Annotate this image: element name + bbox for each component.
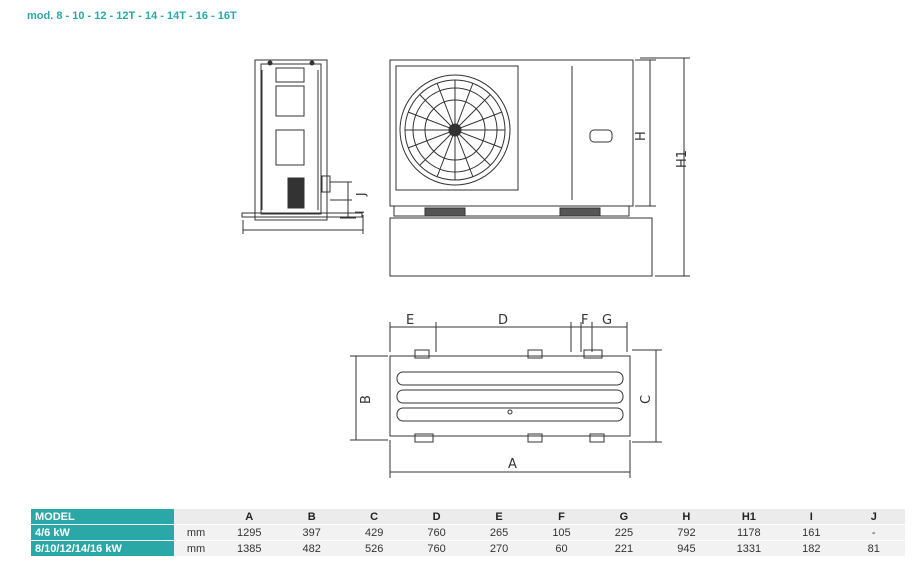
dim-label-E: E bbox=[406, 313, 414, 328]
unit-cell: mm bbox=[174, 524, 218, 541]
col-header: I bbox=[780, 509, 843, 525]
dim-label-D: D bbox=[498, 313, 508, 328]
table-row: 4/6 kW mm 1295 397 429 760 265 105 225 7… bbox=[31, 524, 905, 541]
col-header: G bbox=[592, 509, 656, 525]
col-header: E bbox=[467, 509, 531, 525]
dim-label-F: F bbox=[581, 313, 588, 328]
value-cell: 182 bbox=[780, 540, 843, 557]
col-header: H bbox=[655, 509, 718, 525]
model-cell: 8/10/12/14/16 kW bbox=[31, 540, 174, 557]
value-cell: 270 bbox=[467, 540, 531, 557]
model-cell: 4/6 kW bbox=[31, 524, 174, 541]
value-cell: 397 bbox=[280, 524, 343, 541]
dim-label-B: B bbox=[359, 395, 374, 404]
value-cell: 81 bbox=[842, 540, 905, 557]
top-view bbox=[350, 322, 662, 478]
value-cell: 482 bbox=[280, 540, 343, 557]
value-cell: 1385 bbox=[218, 540, 281, 557]
value-cell: 60 bbox=[530, 540, 593, 557]
col-header: H1 bbox=[717, 509, 781, 525]
value-cell: 1331 bbox=[717, 540, 781, 557]
value-cell: 1295 bbox=[218, 524, 281, 541]
value-cell: 792 bbox=[655, 524, 718, 541]
col-header: J bbox=[842, 509, 905, 525]
model-header: MODEL bbox=[31, 509, 174, 525]
value-cell: 526 bbox=[342, 540, 406, 557]
technical-drawing: H H1 J I E D F G B C A bbox=[241, 57, 690, 478]
dim-label-H1: H1 bbox=[675, 150, 690, 168]
value-cell: 161 bbox=[780, 524, 843, 541]
col-header: D bbox=[405, 509, 468, 525]
dim-label-G: G bbox=[602, 313, 612, 328]
value-cell: 221 bbox=[592, 540, 656, 557]
dim-label-A: A bbox=[508, 457, 517, 472]
table-row: 8/10/12/14/16 kW mm 1385 482 526 760 270… bbox=[31, 540, 905, 557]
value-cell: 760 bbox=[405, 540, 468, 557]
col-header: C bbox=[342, 509, 406, 525]
dim-label-H: H bbox=[634, 131, 649, 141]
dimensions-table: MODEL A B C D E F G H H1 I J 4/6 kW mm 1… bbox=[31, 509, 905, 557]
value-cell: 760 bbox=[405, 524, 468, 541]
value-cell: 945 bbox=[655, 540, 718, 557]
front-view bbox=[389, 57, 690, 277]
unit-cell: mm bbox=[174, 540, 218, 557]
col-header: B bbox=[280, 509, 343, 525]
col-header: F bbox=[530, 509, 593, 525]
col-header: A bbox=[218, 509, 281, 525]
value-cell: 265 bbox=[467, 524, 531, 541]
value-cell: 1178 bbox=[717, 524, 781, 541]
dim-label-J: J bbox=[354, 192, 368, 197]
dim-label-C: C bbox=[639, 395, 654, 404]
side-view bbox=[241, 59, 364, 234]
value-cell: 429 bbox=[342, 524, 406, 541]
dim-label-I: I bbox=[353, 210, 367, 214]
table-header-row: MODEL A B C D E F G H H1 I J bbox=[31, 509, 905, 525]
value-cell: - bbox=[842, 524, 905, 541]
value-cell: 225 bbox=[592, 524, 656, 541]
value-cell: 105 bbox=[530, 524, 593, 541]
unit-header bbox=[174, 509, 218, 525]
model-range-heading: mod. 8 - 10 - 12 - 12T - 14 - 14T - 16 -… bbox=[27, 10, 237, 22]
